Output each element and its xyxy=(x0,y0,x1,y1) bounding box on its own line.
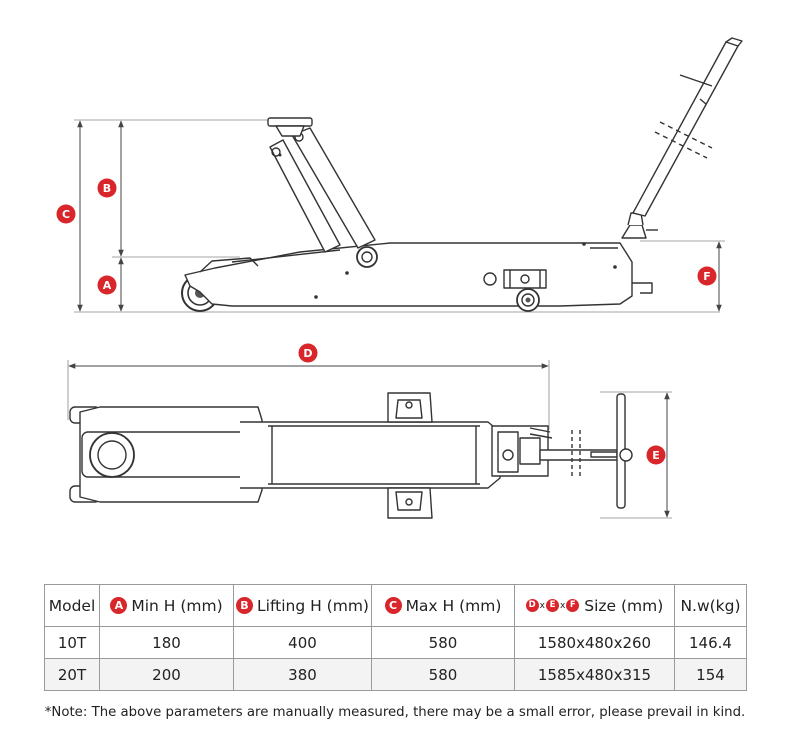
badge-a-inline: A xyxy=(110,596,128,614)
badge-c-inline: C xyxy=(384,596,402,614)
footnote: *Note: The above parameters are manually… xyxy=(44,705,746,720)
badge-a: A xyxy=(97,275,117,295)
badge-d-inline: D xyxy=(525,598,539,612)
cell-weight: 146.4 xyxy=(674,626,747,659)
hydraulic-pump xyxy=(621,212,658,239)
lower-bracket xyxy=(387,487,433,519)
rear-plate xyxy=(79,406,263,503)
cell-model: 10T xyxy=(44,626,100,659)
cell-lifting-h: 380 xyxy=(233,658,372,691)
top-dimension-lines xyxy=(68,363,670,518)
side-view xyxy=(74,37,743,313)
cell-lifting-h: 400 xyxy=(233,626,372,659)
header-weight: N.w(kg) xyxy=(674,584,747,627)
top-view xyxy=(67,360,672,519)
side-dimension-lines xyxy=(77,120,722,312)
cell-min-h: 180 xyxy=(99,626,234,659)
badge-e: E xyxy=(646,445,666,465)
table-row: 10T 180 400 580 1580x480x260 146.4 xyxy=(44,626,747,659)
rear-bracket xyxy=(632,282,653,294)
top-frame xyxy=(240,421,501,489)
badge-e-inline: E xyxy=(546,598,559,612)
lifting-arm xyxy=(269,127,376,253)
cell-min-h: 200 xyxy=(99,658,234,691)
upper-bracket xyxy=(387,392,433,423)
cell-weight: 154 xyxy=(674,658,747,691)
jack-dimension-diagram: A B C D E F xyxy=(56,37,743,519)
svg-text:D: D xyxy=(303,347,312,360)
saddle xyxy=(267,117,313,137)
svg-text:E: E xyxy=(652,449,660,462)
badge-c: C xyxy=(56,204,76,224)
frame-body xyxy=(184,242,633,307)
handle xyxy=(632,37,743,217)
front-caster xyxy=(503,269,547,312)
badge-b-inline: B xyxy=(236,596,253,614)
cell-size: 1580x480x260 xyxy=(514,626,675,659)
header-model: Model xyxy=(44,584,100,627)
top-handle xyxy=(539,393,633,509)
cell-max-h: 580 xyxy=(371,658,515,691)
cell-model: 20T xyxy=(44,658,100,691)
svg-text:C: C xyxy=(62,208,70,221)
cell-max-h: 580 xyxy=(371,626,515,659)
badge-d: D xyxy=(298,343,318,363)
side-reference-lines xyxy=(74,119,725,313)
badge-f-inline: F xyxy=(566,598,580,612)
table-row: 20T 200 380 580 1585x480x315 154 xyxy=(44,658,747,691)
top-reference-lines xyxy=(67,360,672,519)
svg-text:B: B xyxy=(103,182,111,195)
svg-text:A: A xyxy=(103,279,112,292)
cell-size: 1585x480x315 xyxy=(514,658,675,691)
svg-text:F: F xyxy=(703,270,711,283)
badge-b: B xyxy=(97,178,117,198)
pump-assembly xyxy=(491,425,553,477)
badge-f: F xyxy=(697,266,717,286)
